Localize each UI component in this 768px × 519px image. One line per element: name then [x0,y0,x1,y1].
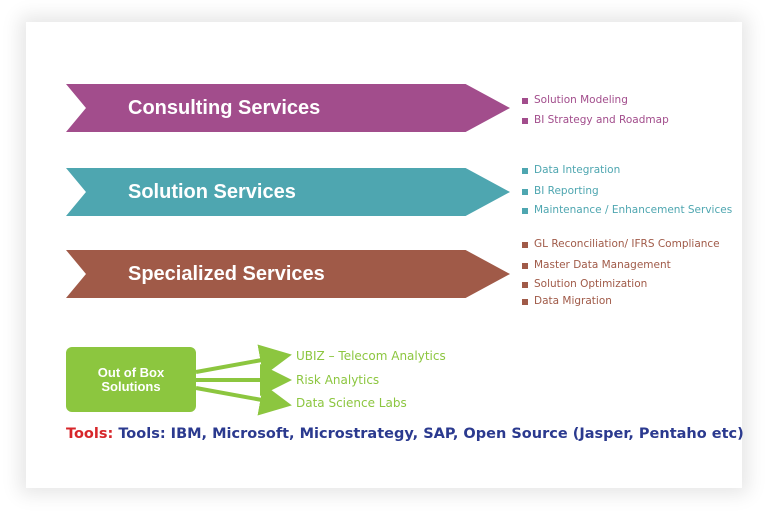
list-item: Data Integration [522,164,732,176]
tools-line: Tools: Tools: IBM, Microsoft, Microstrat… [66,426,744,442]
list-item: Solution Modeling [522,94,669,106]
specialized-services-label: Specialized Services [128,263,325,285]
list-item-label: BI Strategy and Roadmap [534,114,669,126]
bullet-square-icon [522,118,528,124]
list-item: Data Migration [522,295,720,307]
connector-arrow [195,344,292,377]
out-of-box-item: Risk Analytics [296,373,380,387]
solution-services-arrow: Solution Services [66,168,510,216]
bullet-square-icon [522,242,528,248]
list-item: GL Reconciliation/ IFRS Compliance [522,238,720,250]
list-item: BI Strategy and Roadmap [522,114,669,126]
specialized-services-list: GL Reconciliation/ IFRS Compliance Maste… [522,238,720,307]
connector-arrow [195,383,292,416]
solution-services-list: Data Integration BI Reporting Maintenanc… [522,164,732,216]
bullet-square-icon [522,98,528,104]
bullet-square-icon [522,189,528,195]
bullet-square-icon [522,168,528,174]
consulting-services-label: Consulting Services [128,97,321,119]
consulting-services-arrow: Consulting Services [66,84,510,132]
out-of-box-solutions-label: Out of Box Solutions [97,364,165,394]
list-item-label: Maintenance / Enhancement Services [534,204,733,216]
list-item-label: Master Data Management [534,259,671,271]
list-item: BI Reporting [522,185,732,197]
specialized-services-arrow: Specialized Services [66,250,510,298]
list-item-label: Solution Modeling [534,94,628,106]
out-of-box-item: Data Science Labs [296,396,407,410]
consulting-services-list: Solution Modeling BI Strategy and Roadma… [522,94,669,126]
bullet-square-icon [522,263,528,269]
list-item-label: Data Migration [534,295,612,307]
list-item: Maintenance / Enhancement Services [522,204,732,216]
list-item-label: BI Reporting [534,185,599,197]
list-item-label: GL Reconciliation/ IFRS Compliance [534,238,720,250]
bullet-square-icon [522,282,528,288]
bullet-square-icon [522,299,528,305]
out-of-box-item: UBIZ – Telecom Analytics [296,349,446,363]
tools-prefix-label: Tools: [66,426,114,442]
list-item-label: Data Integration [534,164,621,176]
list-item: Solution Optimization [522,278,720,290]
out-of-box-solutions-box: Out of Box Solutions [66,347,196,412]
tools-list-text: Tools: IBM, Microsoft, Microstrategy, SA… [113,426,744,442]
bullet-square-icon [522,208,528,214]
list-item-label: Solution Optimization [534,278,648,290]
list-item: Master Data Management [522,259,720,271]
solution-services-label: Solution Services [128,181,296,203]
